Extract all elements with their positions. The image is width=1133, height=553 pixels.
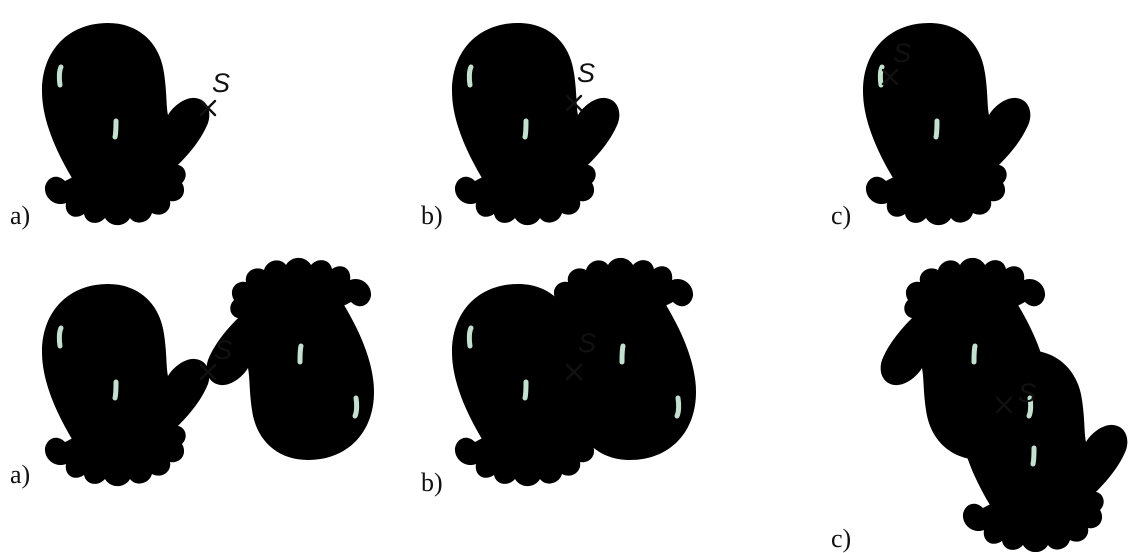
point-label-c-top: S bbox=[893, 38, 912, 68]
point-label-c-bottom: S bbox=[1018, 378, 1037, 408]
panel-label-a-top: a) bbox=[10, 201, 31, 230]
center-mark-a-top bbox=[199, 99, 217, 117]
panel-c-bottom-rotated-mitten bbox=[881, 258, 1048, 460]
panel-a-top-mitten bbox=[42, 23, 209, 225]
panel-b-top-mitten bbox=[452, 23, 619, 225]
panel-label-b-bottom: b) bbox=[421, 468, 443, 497]
center-mark-c-top bbox=[881, 68, 899, 86]
panel-c-top-mitten bbox=[863, 23, 1030, 225]
center-mark-a-bottom bbox=[199, 363, 217, 381]
panel-label-c-top: c) bbox=[831, 201, 852, 230]
panel-label-b-top: b) bbox=[421, 201, 443, 230]
point-label-b-bottom: S bbox=[578, 328, 597, 358]
point-label-a-top: S bbox=[212, 68, 231, 98]
point-label-a-bottom: S bbox=[214, 335, 233, 365]
center-mark-c-bottom bbox=[995, 396, 1013, 414]
point-label-b-top: S bbox=[577, 58, 596, 88]
panel-label-c-bottom: c) bbox=[831, 524, 852, 553]
panel-a-bottom-original-mitten bbox=[42, 284, 209, 486]
center-mark-b-bottom bbox=[565, 363, 583, 381]
panel-label-a-bottom: a) bbox=[10, 460, 31, 489]
center-mark-b-top bbox=[565, 94, 583, 112]
